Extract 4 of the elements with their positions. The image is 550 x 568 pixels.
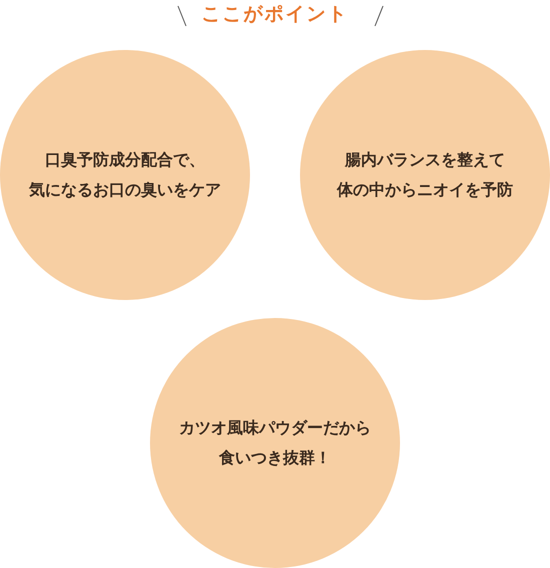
- heading: ここがポイント: [202, 3, 348, 25]
- point-text: 腸内バランスを整えて体の中からニオイを予防: [337, 149, 513, 201]
- point-text: 口臭予防成分配合で、気になるお口の臭いをケア: [29, 149, 221, 201]
- point-text: カツオ風味パウダーだから食いつき抜群！: [179, 417, 371, 469]
